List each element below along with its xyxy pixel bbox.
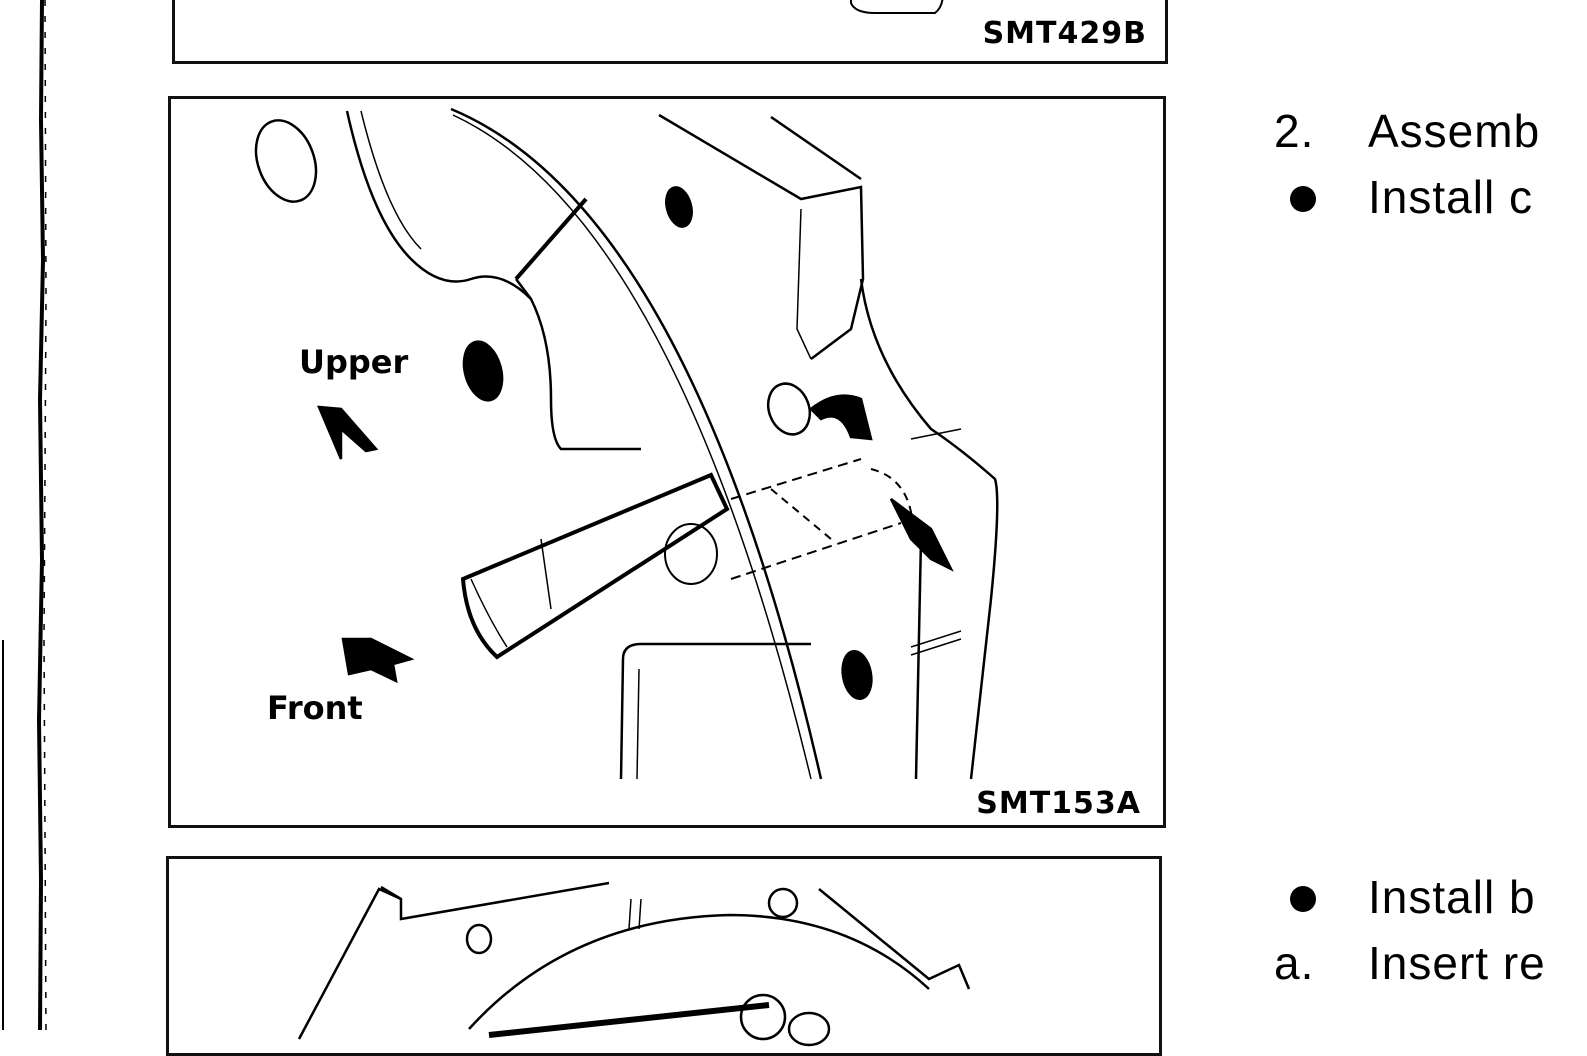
figure-bottom (166, 856, 1162, 1056)
bullet-text: Install b (1368, 871, 1536, 923)
page-binding-edge (36, 0, 47, 1030)
label-front: Front (267, 689, 363, 727)
figure-top-drawing (850, 0, 944, 14)
page-edge-line (2, 640, 4, 1030)
figure-bottom-drawing (297, 881, 971, 1047)
bullet-icon (1290, 186, 1316, 212)
figure-top: SMT429B (172, 0, 1168, 64)
item-number: 2. (1274, 105, 1315, 157)
item-text: Insert re (1368, 937, 1546, 989)
label-upper: Upper (299, 343, 409, 381)
bullet-text: Install c (1368, 171, 1533, 223)
bullet-icon (1290, 886, 1316, 912)
figure-code: SMT153A (972, 786, 1145, 821)
item-text: Assemb (1368, 105, 1541, 157)
figure-transmission-case: Upper Front SMT153A (168, 96, 1166, 828)
figure-code: SMT429B (978, 16, 1151, 51)
figure-middle-drawing (254, 107, 999, 780)
item-letter: a. (1274, 937, 1315, 989)
